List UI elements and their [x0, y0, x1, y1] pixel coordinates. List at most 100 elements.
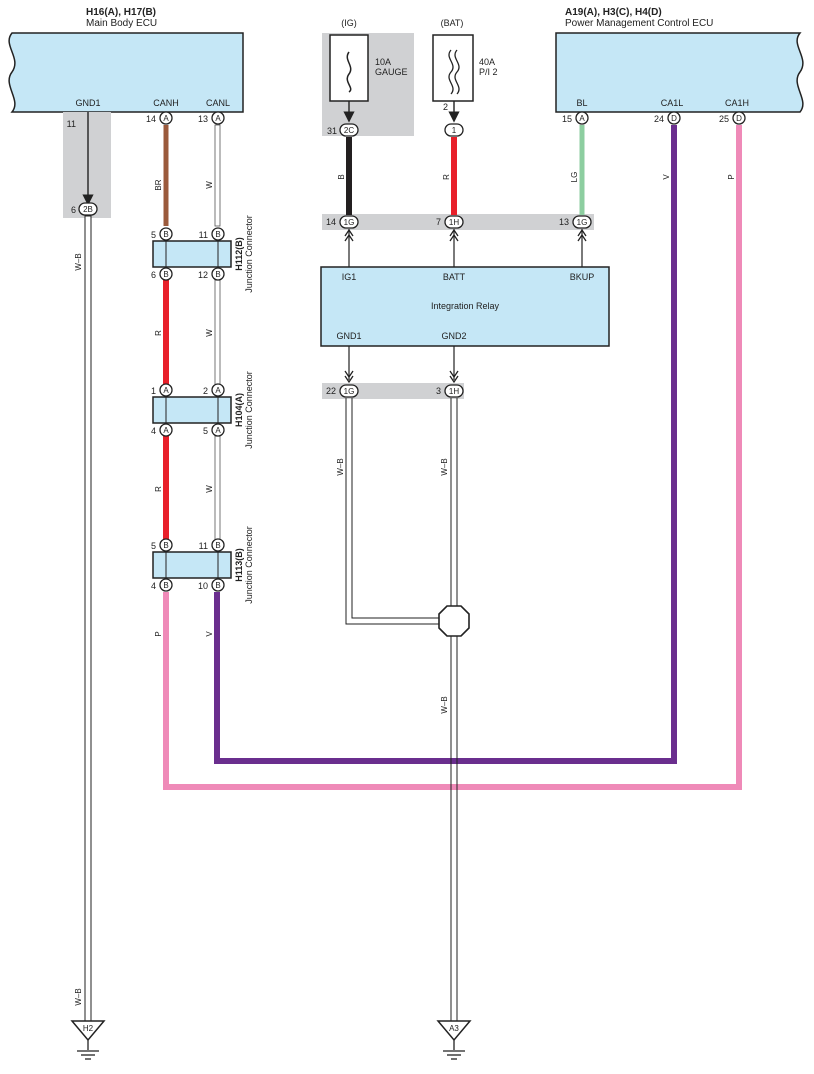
jc-h104-badge-tr [211, 383, 225, 397]
pin-2b-badge [78, 202, 98, 216]
pin-gnd1-num: 11 [67, 119, 76, 129]
terminal-ca1l: CA1L [661, 98, 684, 108]
splice-point [438, 605, 470, 637]
jc-h113-conn-bl: B [163, 581, 168, 590]
wire-w-2 [214, 279, 221, 388]
fuse-ig-source: (IG) [341, 18, 357, 28]
junction-connector-h104 [152, 396, 232, 424]
integration-relay-box [320, 266, 610, 347]
jc-h104-conn-bl: A [163, 426, 169, 435]
jc-h112-id: H112(B) [234, 237, 244, 271]
wire-wb-left [84, 215, 92, 1023]
wire-label-wb-gnd1: W–B [336, 458, 345, 475]
relay-in-2-num: 7 [436, 217, 441, 227]
relay-in-1-badge [339, 215, 359, 229]
power-mgmt-ecu-connector-ids: A19(A), H3(C), H4(D) [565, 7, 662, 18]
terminal-ca1h: CA1H [725, 98, 749, 108]
pin-ca1h-num: 25 [719, 114, 729, 124]
pin-fuse-bat-num: 2 [443, 102, 448, 112]
relay-in-2-badge [444, 215, 464, 229]
relay-in-2-arrow [449, 228, 459, 242]
relay-gnd-1-conn: 1G [344, 387, 355, 396]
relay-gnd-2-badge [444, 384, 464, 398]
pin-canh-num: 14 [146, 114, 156, 124]
wire-wb-gnd2 [450, 398, 458, 1022]
jc-h104-badge-tl [159, 383, 173, 397]
junction-connector-h113 [152, 551, 232, 579]
pin-fuse-ig-num: 31 [327, 126, 337, 136]
relay-bkup-label: BKUP [570, 272, 595, 282]
jc-h113-conn-tl: B [163, 541, 168, 550]
relay-gnd1-label: GND1 [336, 331, 361, 341]
fuse-ig-name: GAUGE [375, 67, 408, 77]
wire-label-r-1: R [154, 330, 163, 336]
relay-gnd-2-arrow [449, 370, 459, 384]
pin-canl-num: 13 [198, 114, 208, 124]
jc-h112-conn-br: B [215, 270, 220, 279]
jc-h104-id: H104(A) [234, 393, 244, 427]
wire-label-wb-gnd2: W–B [440, 458, 449, 475]
jc-h112-pin-bl: 6 [151, 270, 156, 280]
wire-label-r-2: R [154, 486, 163, 492]
terminal-canh: CANH [153, 98, 179, 108]
ground-a3-label: A3 [449, 1024, 459, 1033]
fuse-bat-name: P/I 2 [479, 67, 498, 77]
jc-h112-conn-bl: B [163, 270, 168, 279]
jc-h112-pin-tl: 5 [151, 230, 156, 240]
wire-label-lg: LG [570, 172, 579, 183]
wire-label-wb-main: W–B [440, 696, 449, 713]
jc-h112-conn-tl: B [163, 230, 168, 239]
wire-label-r-bat: R [442, 174, 451, 180]
pin-fuse-bat-conn: 1 [452, 126, 457, 135]
relay-in-1-conn: 1G [344, 218, 355, 227]
jc-h104-conn-tl: A [163, 386, 169, 395]
relay-in-3-conn: 1G [577, 218, 588, 227]
wire-label-p-left: P [154, 631, 163, 636]
jc-h113-conn-br: B [215, 581, 220, 590]
fuse-bat-rating: 40A [479, 57, 495, 67]
wire-label-wb-left-bottom: W–B [74, 988, 83, 1005]
jc-h113-pin-br: 10 [198, 581, 208, 591]
pin-ca1h-badge [732, 111, 746, 125]
jc-h113-pin-tl: 5 [151, 541, 156, 551]
jc-h112-badge-br [211, 267, 225, 281]
power-mgmt-ecu-box [555, 32, 804, 113]
jc-h112-badge-tl [159, 227, 173, 241]
junction-connector-h112 [152, 240, 232, 268]
ground-a3 [436, 1020, 472, 1060]
fuse-ig-rating: 10A [375, 57, 391, 67]
wire-label-br: BR [154, 179, 163, 190]
pin-ca1l-conn: D [671, 114, 677, 123]
wire-label-v-right: V [662, 174, 671, 180]
jc-h113-badge-tl [159, 538, 173, 552]
jc-h113-label: Junction Connector [244, 526, 254, 604]
relay-gnd-1-num: 22 [326, 386, 336, 396]
jc-h104-label: Junction Connector [244, 371, 254, 449]
terminal-canl: CANL [206, 98, 230, 108]
jc-h113-badge-bl [159, 578, 173, 592]
relay-in-1-arrow [344, 228, 354, 242]
relay-gnd2-label: GND2 [441, 331, 466, 341]
wire-p [163, 125, 742, 790]
main-body-ecu-connector-ids: H16(A), H17(B) [86, 7, 156, 18]
fuse-ig [329, 34, 369, 123]
relay-in-3-badge [572, 215, 592, 229]
relay-batt-label: BATT [443, 272, 466, 282]
pin-ca1l-badge [667, 111, 681, 125]
pin-bl-badge [575, 111, 589, 125]
pin-ca1h-conn: D [736, 114, 742, 123]
jc-h104-pin-tl: 1 [151, 386, 156, 396]
pin-fuse-ig-badge [339, 123, 359, 137]
fuse-bat [432, 34, 474, 123]
jc-h112-label: Junction Connector [244, 215, 254, 293]
jc-h104-badge-br [211, 423, 225, 437]
pin-bl-num: 15 [562, 114, 572, 124]
jc-h112-conn-tr: B [215, 230, 220, 239]
main-body-ecu-box [8, 32, 244, 113]
wire-label-v-left: V [205, 631, 214, 637]
relay-in-3-num: 13 [559, 217, 569, 227]
wire-label-w-1: W [205, 181, 214, 189]
main-body-ecu-name: Main Body ECU [86, 18, 157, 29]
jc-h113-pin-tr: 11 [199, 541, 208, 551]
